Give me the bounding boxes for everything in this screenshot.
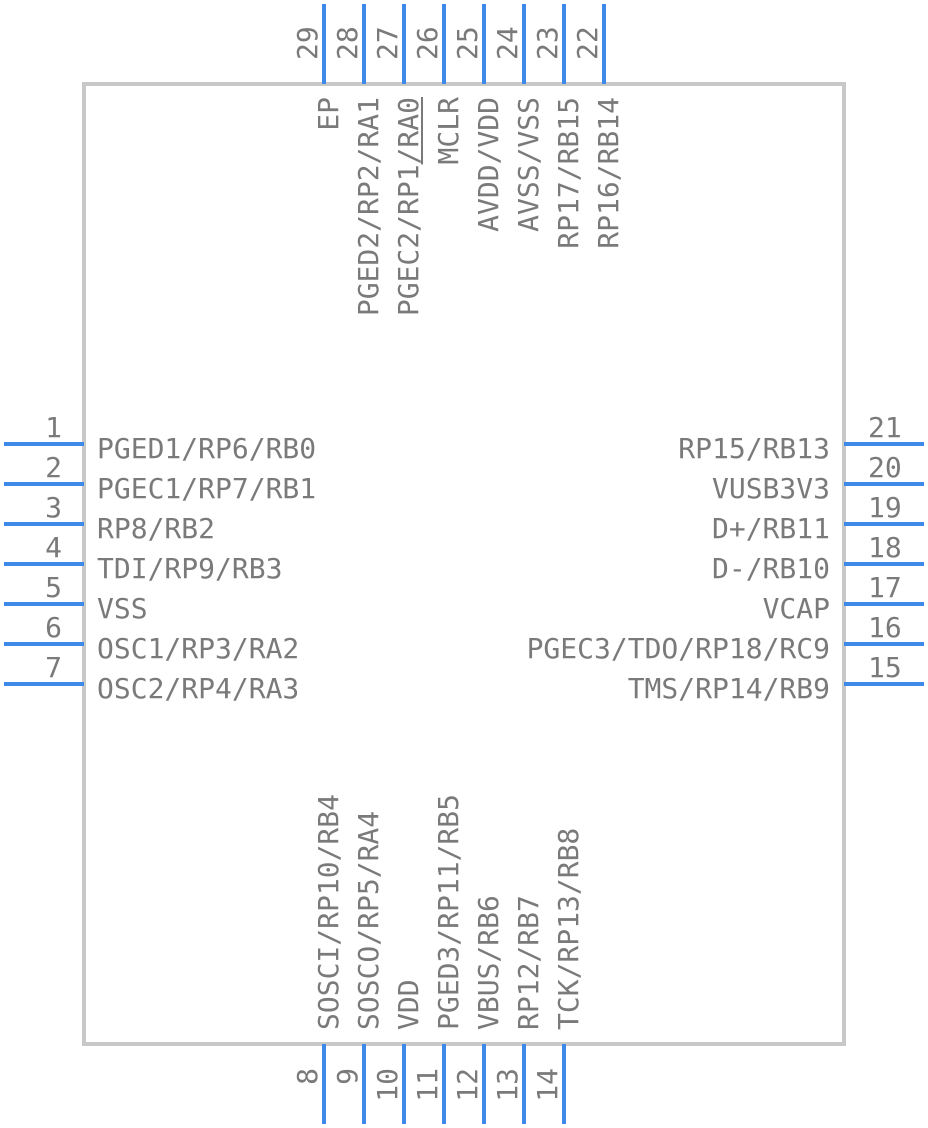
- bottom-pins-group: 8 SOSCI/RP10/RB4 9 SOSCO/RP5/RA4 10 VDD 11 PGED…: [291, 794, 585, 1124]
- pin-27-number: 27: [371, 26, 404, 60]
- pin-label-rp8-rb2: RP8/RB2: [97, 512, 215, 545]
- pin-26-number: 26: [411, 26, 444, 60]
- pin-label-pgec2-rp1-ra0: PGEC2/RP1/RA0: [392, 97, 425, 316]
- pin-14-number: 14: [531, 1068, 564, 1102]
- pin-7-number: 7: [45, 651, 62, 684]
- pin-label-d-rb10: D-/RB10: [712, 552, 830, 585]
- ic-body-outline: [82, 82, 846, 1046]
- pin-label-rp17-rb15: RP17/RB15: [552, 97, 585, 249]
- pin-11-number: 11: [411, 1068, 444, 1102]
- pin-19-number: 19: [868, 491, 902, 524]
- pin-label-avdd-vdd: AVDD/VDD: [472, 97, 505, 232]
- pin-label-osc2-rp4-ra3: OSC2/RP4/RA3: [97, 672, 299, 705]
- pin-label-pgec3-tdo-rp18-rc9: PGEC3/TDO/RP18/RC9: [527, 632, 830, 665]
- pin-label-tms-rp14-rb9: TMS/RP14/RB9: [628, 672, 830, 705]
- pin-5-number: 5: [45, 571, 62, 604]
- pin-28-number: 28: [331, 26, 364, 60]
- pin-label-tck-rp13-rb8: TCK/RP13/RB8: [552, 828, 585, 1030]
- pin-4-number: 4: [45, 531, 62, 564]
- pin-label-d-rb11: D+/RB11: [712, 512, 830, 545]
- pin-29-number: 29: [291, 26, 324, 60]
- pin-9-number: 9: [331, 1068, 364, 1085]
- pin-23-number: 23: [531, 26, 564, 60]
- pin-2-number: 2: [45, 451, 62, 484]
- pin-label-vbus-rb6: VBUS/RB6: [472, 895, 505, 1030]
- pin-label-pged1-rp6-rb0: PGED1/RP6/RB0: [97, 432, 316, 465]
- pin-label-pgec1-rp7-rb1: PGEC1/RP7/RB1: [97, 472, 316, 505]
- pin-15-number: 15: [868, 651, 902, 684]
- pin-label-rp15-rb13: RP15/RB13: [678, 432, 830, 465]
- pin-18-number: 18: [868, 531, 902, 564]
- pin-6-number: 6: [45, 611, 62, 644]
- pin-label-pged2-rp2-ra1: PGED2/RP2/RA1: [352, 97, 385, 316]
- pin-label-pged3-rp11-rb5: PGED3/RP11/RB5: [432, 794, 465, 1030]
- pin-12-number: 12: [451, 1068, 484, 1102]
- pin-24-number: 24: [491, 26, 524, 60]
- pin-label-rp16-rb14: RP16/RB14: [592, 97, 625, 249]
- pin-label-rp12-rb7: RP12/RB7: [512, 895, 545, 1030]
- pin-10-number: 10: [371, 1068, 404, 1102]
- pin-16-number: 16: [868, 611, 902, 644]
- pin-label-vcap: VCAP: [763, 592, 830, 625]
- pin-label-avss-vss: AVSS/VSS: [512, 97, 545, 232]
- pin-label-sosci-rp10-rb4: SOSCI/RP10/RB4: [312, 794, 345, 1030]
- pin-label-ep: EP: [312, 97, 345, 131]
- pin-label-mclr: MCLR: [432, 97, 465, 165]
- pin-17-number: 17: [868, 571, 902, 604]
- pin-label-vss: VSS: [97, 592, 148, 625]
- pin-label-sosco-rp5-ra4: SOSCO/RP5/RA4: [352, 811, 385, 1030]
- pin-1-number: 1: [45, 411, 62, 444]
- pin-label-tdi-rp9-rb3: TDI/RP9/RB3: [97, 552, 282, 585]
- pin-label-vusb3v3: VUSB3V3: [712, 472, 830, 505]
- pin-label-osc1-rp3-ra2: OSC1/RP3/RA2: [97, 632, 299, 665]
- pin-20-number: 20: [868, 451, 902, 484]
- pin-label-vdd: VDD: [392, 979, 425, 1030]
- pin-13-number: 13: [491, 1068, 524, 1102]
- pin-25-number: 25: [451, 26, 484, 60]
- pin-22-number: 22: [571, 26, 604, 60]
- pin-21-number: 21: [868, 411, 902, 444]
- pin-3-number: 3: [45, 491, 62, 524]
- pin-8-number: 8: [291, 1068, 324, 1085]
